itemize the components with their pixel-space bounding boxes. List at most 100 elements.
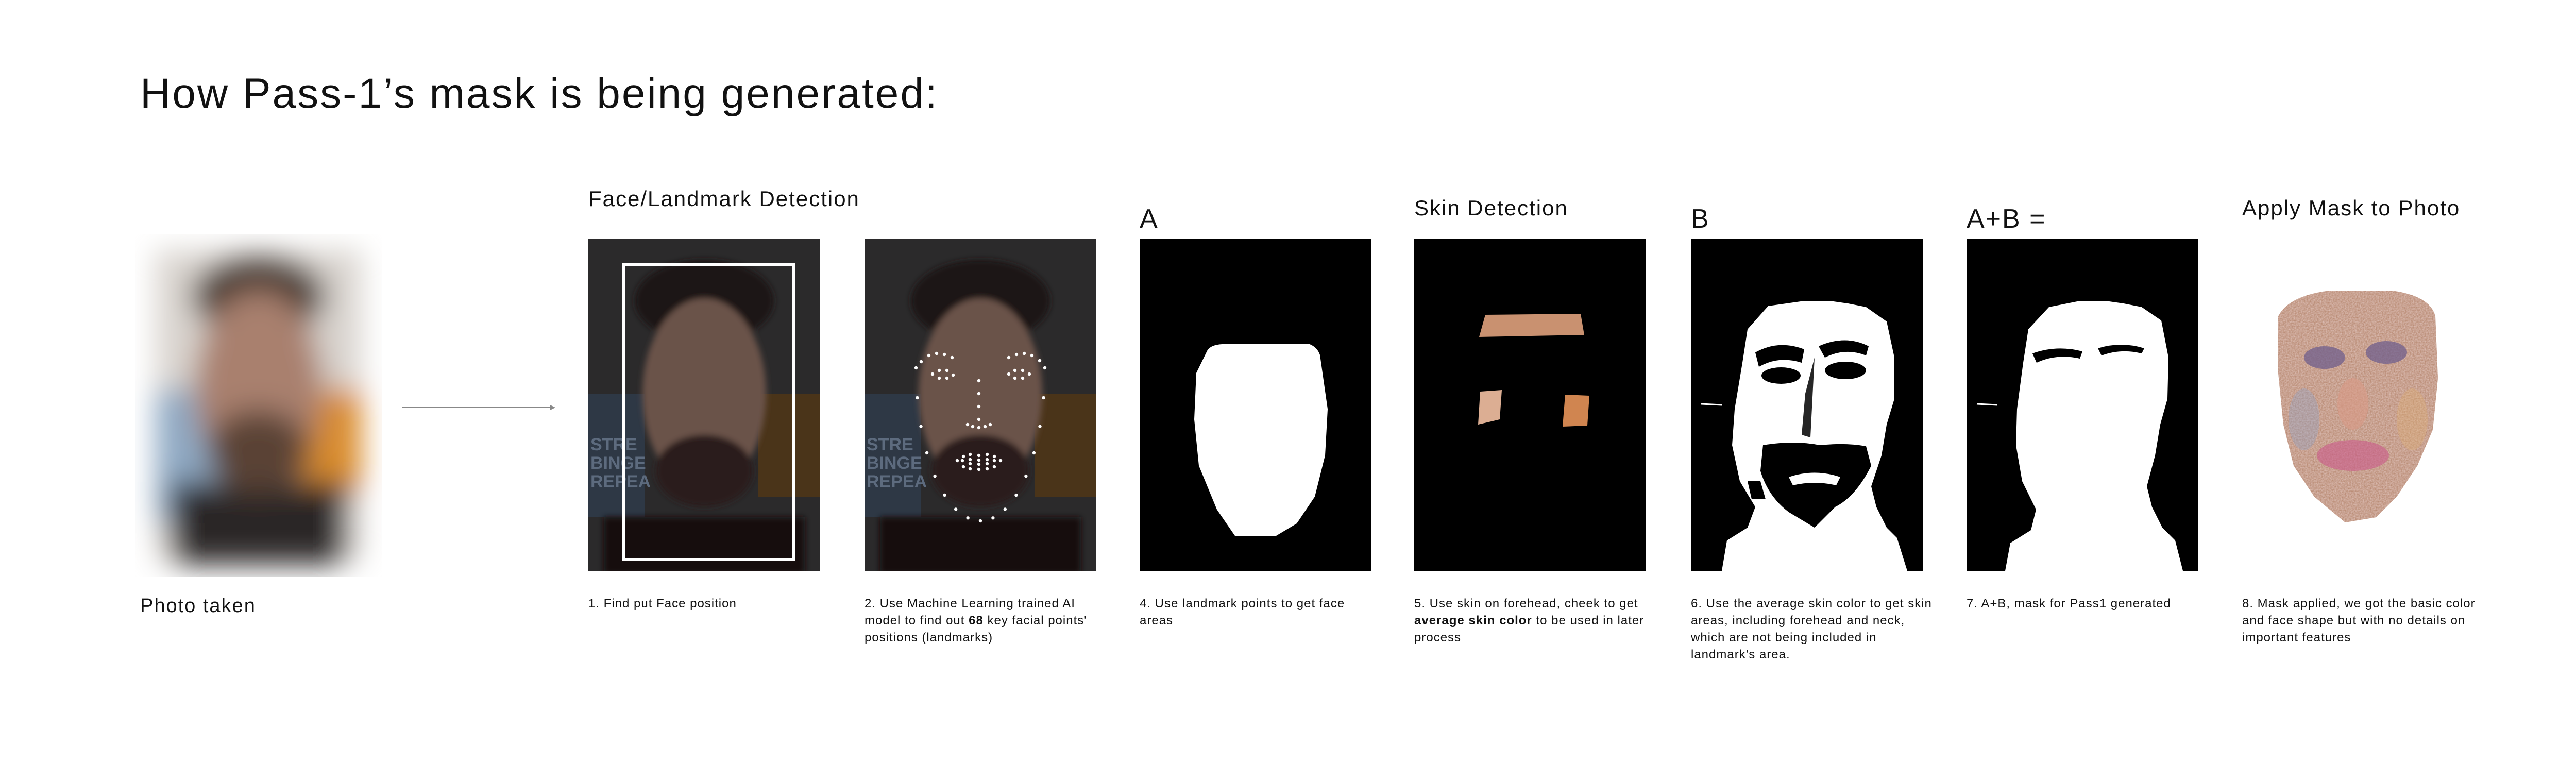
- landmark-dot: [985, 467, 989, 471]
- page-title: How Pass-1’s mask is being generated:: [140, 70, 939, 117]
- caption-step-7: 7. A+B, mask for Pass1 generated: [1967, 597, 2171, 611]
- landmark-dot: [951, 373, 955, 377]
- landmark-dot: [1022, 351, 1026, 355]
- landmark-dot: [966, 516, 970, 520]
- landmark-dot: [919, 360, 923, 364]
- landmark-dot: [977, 392, 981, 396]
- landmark-dot: [992, 459, 996, 463]
- caption-step-2-bold: 68: [969, 614, 984, 628]
- landmark-dot: [977, 379, 981, 383]
- photo-taken-label: Photo taken: [140, 595, 256, 617]
- landmark-dot: [955, 459, 959, 463]
- heading-b: B: [1691, 204, 1710, 234]
- face-area-mask: [1194, 344, 1328, 536]
- heading-a: A: [1140, 204, 1159, 234]
- caption-step-1: 1. Find put Face position: [588, 597, 737, 611]
- landmark-dot: [1030, 353, 1034, 358]
- landmark-dot: [945, 368, 949, 372]
- landmark-dot: [978, 519, 982, 523]
- landmark-dot: [937, 376, 941, 380]
- landmark-dot: [1007, 372, 1011, 376]
- landmark-dot: [985, 458, 989, 462]
- landmark-dot: [968, 452, 972, 456]
- landmark-dot: [916, 396, 919, 400]
- heading-face-landmark-detection: Face/Landmark Detection: [588, 187, 860, 211]
- caption-step-2: 2. Use Machine Learning trained AI model…: [865, 595, 1101, 646]
- heading-a-plus-b: A+B =: [1967, 204, 2046, 234]
- caption-step-4: 4. Use landmark points to get face areas: [1140, 597, 1345, 628]
- landmark-dot: [954, 507, 958, 511]
- landmark-dot: [937, 368, 941, 372]
- landmark-dot: [927, 353, 931, 358]
- landmark-dot: [983, 425, 987, 429]
- skin-area-mask: [1722, 301, 1907, 571]
- landmark-dot: [991, 516, 995, 520]
- caption-step-5-post: to be used in later process: [1414, 614, 1645, 645]
- landmark-dot: [914, 366, 918, 370]
- caption-step-5-pre: 5. Use skin on forehead, cheek to get: [1414, 597, 1638, 611]
- landmark-dot: [919, 425, 923, 428]
- landmark-dot: [1021, 376, 1025, 380]
- panel-skin-detection: [1414, 239, 1646, 571]
- caption-step-5-bold: average skin color: [1414, 614, 1532, 628]
- landmark-dot: [943, 493, 946, 497]
- landmark-dot: [1013, 376, 1017, 380]
- poster-text-2: BINGE: [590, 453, 646, 473]
- forehead-skin-patch: [1479, 314, 1584, 337]
- landmark-dot: [977, 417, 981, 421]
- landmark-dot: [945, 376, 949, 380]
- right-cheek-skin-patch: [1563, 395, 1589, 427]
- panel-mask-b: [1691, 239, 1923, 571]
- skin-patches-image: [1414, 239, 1646, 571]
- landmark-dot: [1038, 425, 1042, 428]
- landmark-dot: [1021, 368, 1025, 372]
- landmark-dot: [988, 422, 992, 427]
- face-detection-photo: STRE BINGE REPEA: [588, 239, 820, 571]
- mask-b-image: [1691, 239, 1923, 571]
- landmark-dot: [1024, 474, 1028, 478]
- landmark-dot: [977, 462, 981, 466]
- landmark-dot: [977, 467, 981, 471]
- landmark-dot: [935, 351, 939, 355]
- landmark-dot: [968, 467, 972, 471]
- landmark-dot: [961, 454, 965, 459]
- landmark-dot: [965, 422, 970, 427]
- panel-face-detection: STRE BINGE REPEA: [588, 239, 820, 571]
- poster-text-1: STRE: [590, 435, 637, 454]
- mask-a-plus-b-image: [1967, 239, 2198, 571]
- landmark-dot: [930, 372, 935, 376]
- face-bounding-box: [622, 263, 795, 561]
- landmark-dot: [1013, 368, 1017, 372]
- heading-apply-mask: Apply Mask to Photo: [2242, 196, 2461, 220]
- landmark-dot: [968, 462, 972, 466]
- caption-step-5: 5. Use skin on forehead, cheek to get av…: [1414, 595, 1651, 646]
- landmark-dot: [992, 465, 996, 469]
- landmark-dot: [971, 425, 975, 429]
- landmark-dot: [1014, 493, 1018, 497]
- landmark-dot: [998, 459, 1003, 463]
- combined-mask: [2005, 301, 2183, 571]
- photo-taken-image: [135, 234, 382, 577]
- heading-skin-detection: Skin Detection: [1414, 196, 1568, 220]
- landmarks-photo: STRE BINGE REPEA: [865, 239, 1096, 571]
- landmark-dot: [977, 453, 981, 458]
- caption-step-8: 8. Mask applied, we got the basic color …: [2242, 597, 2476, 645]
- landmark-dot: [925, 451, 929, 455]
- poster-text-2b: BINGE: [867, 453, 922, 473]
- landmark-dot: [1042, 396, 1045, 400]
- blurred-photo: [156, 250, 362, 564]
- panel-mask-a: [1140, 239, 1371, 571]
- landmark-dot: [961, 465, 965, 469]
- landmark-dot: [992, 454, 996, 459]
- left-cheek-skin-patch: [1478, 390, 1502, 425]
- poster-text-3b: REPEA: [867, 472, 927, 492]
- landmark-dot: [1043, 366, 1047, 370]
- applied-mask-image: [2278, 291, 2438, 522]
- landmark-dot: [977, 458, 981, 462]
- landmark-dot: [977, 404, 981, 409]
- landmark-dot: [1014, 352, 1019, 357]
- landmark-dot: [985, 462, 989, 466]
- landmark-dot: [1038, 359, 1042, 363]
- landmark-dot: [1027, 372, 1031, 376]
- mask-a-image: [1140, 239, 1371, 571]
